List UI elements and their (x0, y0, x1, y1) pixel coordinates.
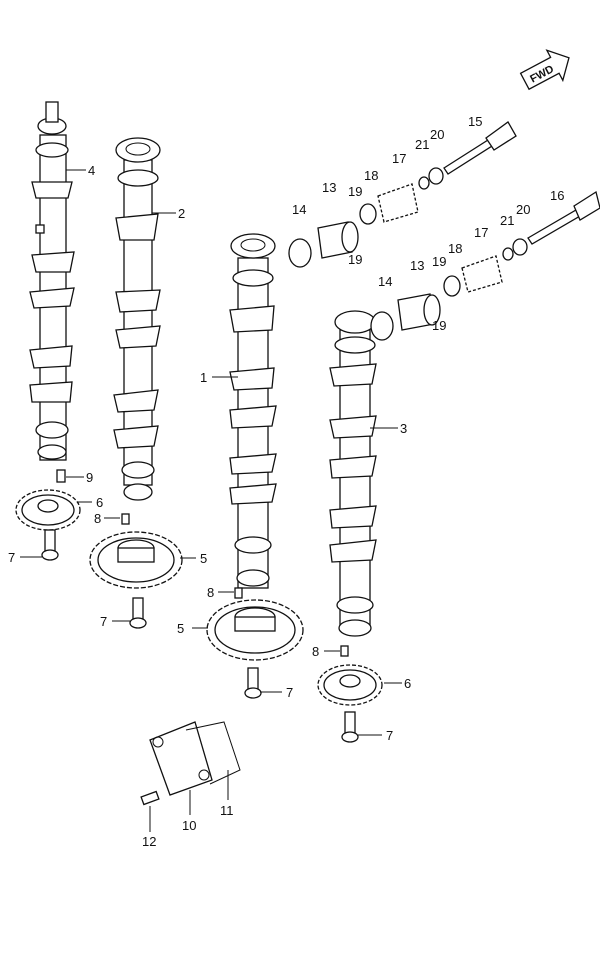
callout-16: 16 (550, 188, 564, 203)
callout-19-a: 19 (348, 184, 362, 199)
callout-20-a: 20 (430, 127, 444, 142)
callout-15: 15 (468, 114, 482, 129)
pin-8-c (340, 645, 349, 657)
pin-8-a (121, 513, 130, 525)
callout-9: 9 (86, 470, 93, 485)
bolt-7-d (341, 711, 359, 743)
sprocket-6-left (15, 489, 81, 531)
callout-11: 11 (220, 803, 234, 818)
callout-3: 3 (400, 421, 407, 436)
bolt-7-b (129, 597, 147, 629)
bolt-7-a (41, 529, 59, 561)
sprocket-5-center (206, 599, 304, 661)
callout-20-b: 20 (516, 202, 530, 217)
camshaft-2 (113, 137, 161, 501)
callout-8-c: 8 (312, 644, 319, 659)
callout-17-a: 17 (392, 151, 406, 166)
sprocket-5-left (89, 531, 183, 589)
callout-6-a: 6 (96, 495, 103, 510)
callout-4: 4 (88, 163, 95, 178)
callout-21-a: 21 (415, 137, 429, 152)
leader-lines (20, 169, 402, 832)
callout-8-a: 8 (94, 511, 101, 526)
callout-2: 2 (178, 206, 185, 221)
callout-13-b: 13 (410, 258, 424, 273)
callout-7-b: 7 (100, 614, 107, 629)
callout-19-d: 19 (432, 318, 446, 333)
fwd-arrow-icon: FWD (519, 49, 570, 91)
callout-10: 10 (182, 818, 196, 833)
callout-13-a: 13 (322, 180, 336, 195)
callout-12: 12 (142, 834, 156, 849)
callout-5-b: 5 (177, 621, 184, 636)
pin-9 (56, 469, 66, 483)
valve-set-upper (288, 121, 517, 268)
sprocket-6-right (317, 664, 383, 706)
bolt-12 (140, 790, 160, 806)
camshaft-4 (29, 101, 75, 461)
callout-19-b: 19 (348, 252, 362, 267)
callout-6-b: 6 (404, 676, 411, 691)
callout-7-d: 7 (386, 728, 393, 743)
gasket-11 (185, 721, 241, 785)
callout-14-b: 14 (378, 274, 392, 289)
callouts: 4 2 1 3 9 6 5 5 6 7 7 7 7 8 8 8 10 11 12… (8, 114, 564, 849)
callout-21-b: 21 (500, 213, 514, 228)
camshaft-3 (329, 310, 377, 637)
callout-18-b: 18 (448, 241, 462, 256)
callout-1: 1 (200, 370, 207, 385)
callout-8-b: 8 (207, 585, 214, 600)
callout-14-a: 14 (292, 202, 306, 217)
callout-19-c: 19 (432, 254, 446, 269)
pin-8-b (234, 587, 243, 599)
cover-10 (149, 721, 213, 796)
callout-18-a: 18 (364, 168, 378, 183)
callout-5-a: 5 (200, 551, 207, 566)
callout-17-b: 17 (474, 225, 488, 240)
bolt-7-c (244, 667, 262, 699)
valve-set-lower (370, 190, 600, 341)
callout-7-a: 7 (8, 550, 15, 565)
camshaft-1 (229, 233, 277, 589)
callout-7-c: 7 (286, 685, 293, 700)
